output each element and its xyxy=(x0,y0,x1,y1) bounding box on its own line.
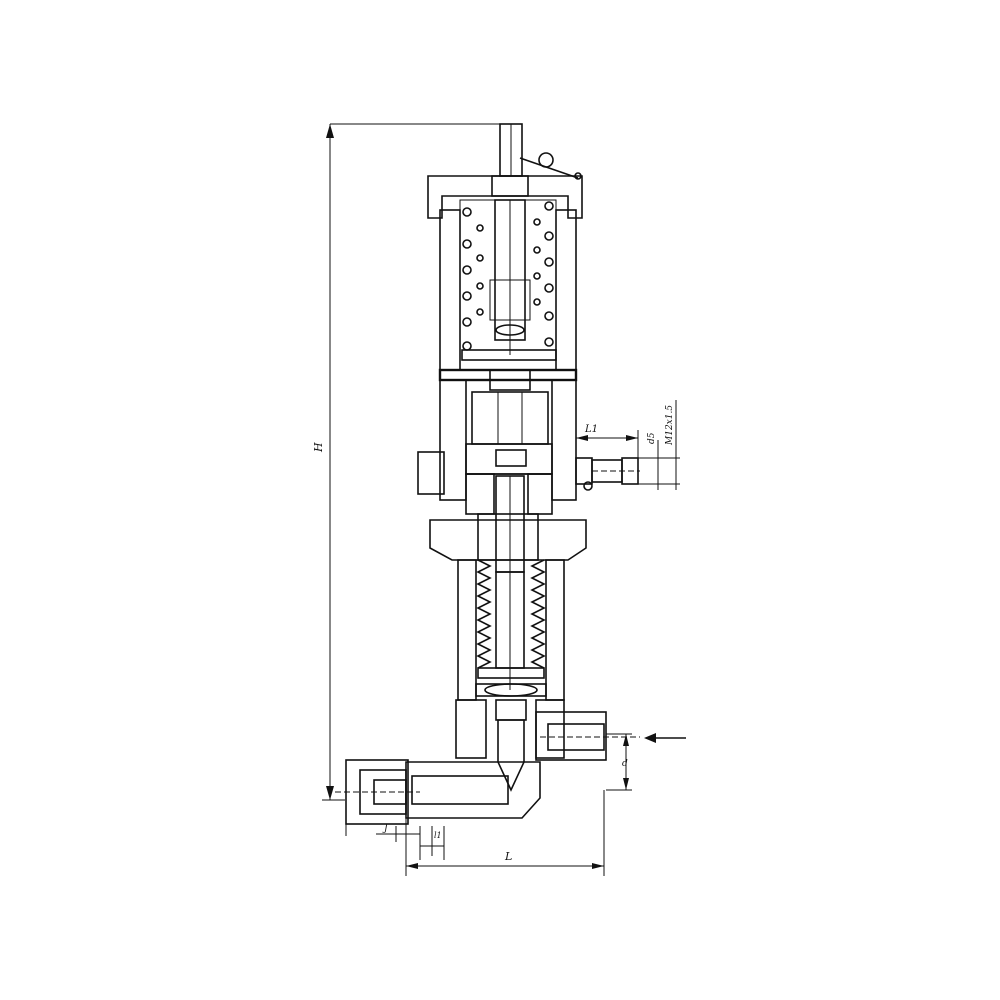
side-outlet-fitting xyxy=(575,400,680,491)
upper-housing xyxy=(427,175,583,371)
height-dimension xyxy=(322,123,500,801)
outlet-diameter-label: d5 xyxy=(647,432,657,444)
arrow-left-icon xyxy=(644,733,686,743)
lower-body xyxy=(335,699,640,825)
bottom-left-label-j: J xyxy=(382,824,389,834)
middle-body xyxy=(417,368,578,515)
bottom-dimensions xyxy=(345,790,605,876)
height-label: H xyxy=(312,442,325,453)
bottom-left-label-l1: l1 xyxy=(434,831,442,840)
length-label: L xyxy=(504,850,512,863)
inlet-size-label: d xyxy=(622,759,628,769)
top-handle xyxy=(499,123,582,180)
outlet-length-label: L1 xyxy=(584,424,598,435)
outlet-thread-label: M12x1.5 xyxy=(665,405,675,446)
bellows-section xyxy=(429,475,587,701)
